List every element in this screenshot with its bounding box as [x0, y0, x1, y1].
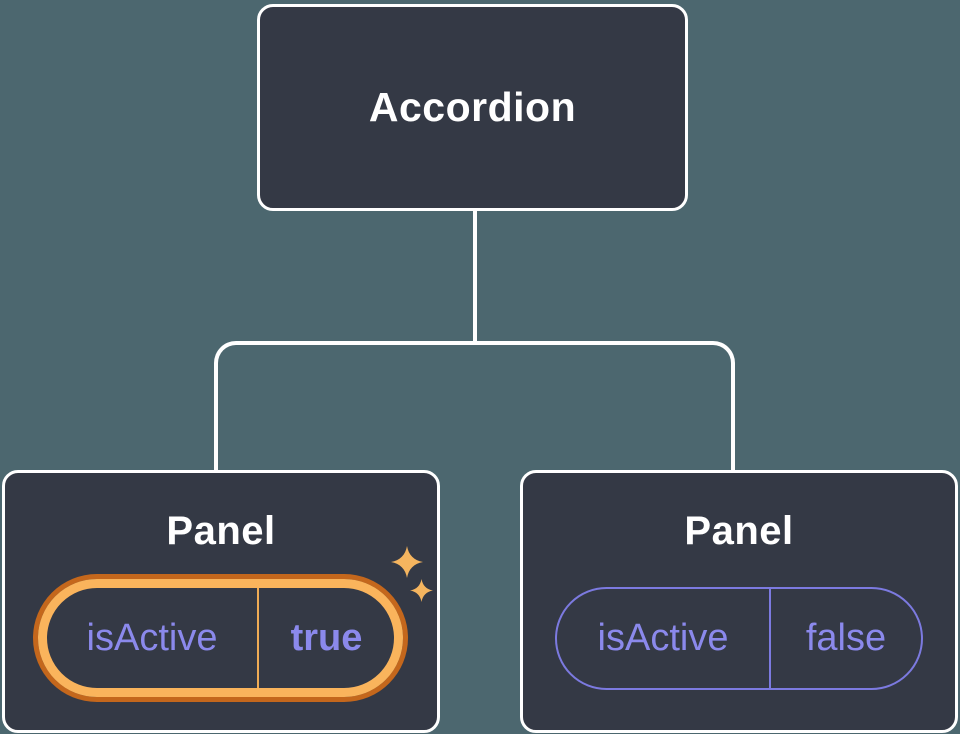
sparkle-icon [391, 546, 423, 578]
panel-node-active: Panel isActive true [2, 470, 440, 733]
prop-value: true [257, 588, 394, 688]
panel-node-label: Panel [166, 509, 276, 553]
prop-name: isActive [86, 616, 218, 659]
accordion-node-label: Accordion [368, 84, 577, 130]
panel-node-label: Panel [684, 509, 794, 553]
prop-pill: isActive false [555, 587, 923, 690]
prop-value: false [769, 589, 921, 688]
prop-name: isActive [597, 617, 729, 659]
accordion-node: Accordion [257, 4, 688, 211]
sparkle-icon-small [410, 579, 433, 602]
prop-pill-highlighted: isActive true [38, 579, 403, 697]
panel-node-inactive: Panel isActive false [520, 470, 958, 733]
connector-stem [472, 209, 477, 343]
connector-bracket [214, 341, 735, 471]
